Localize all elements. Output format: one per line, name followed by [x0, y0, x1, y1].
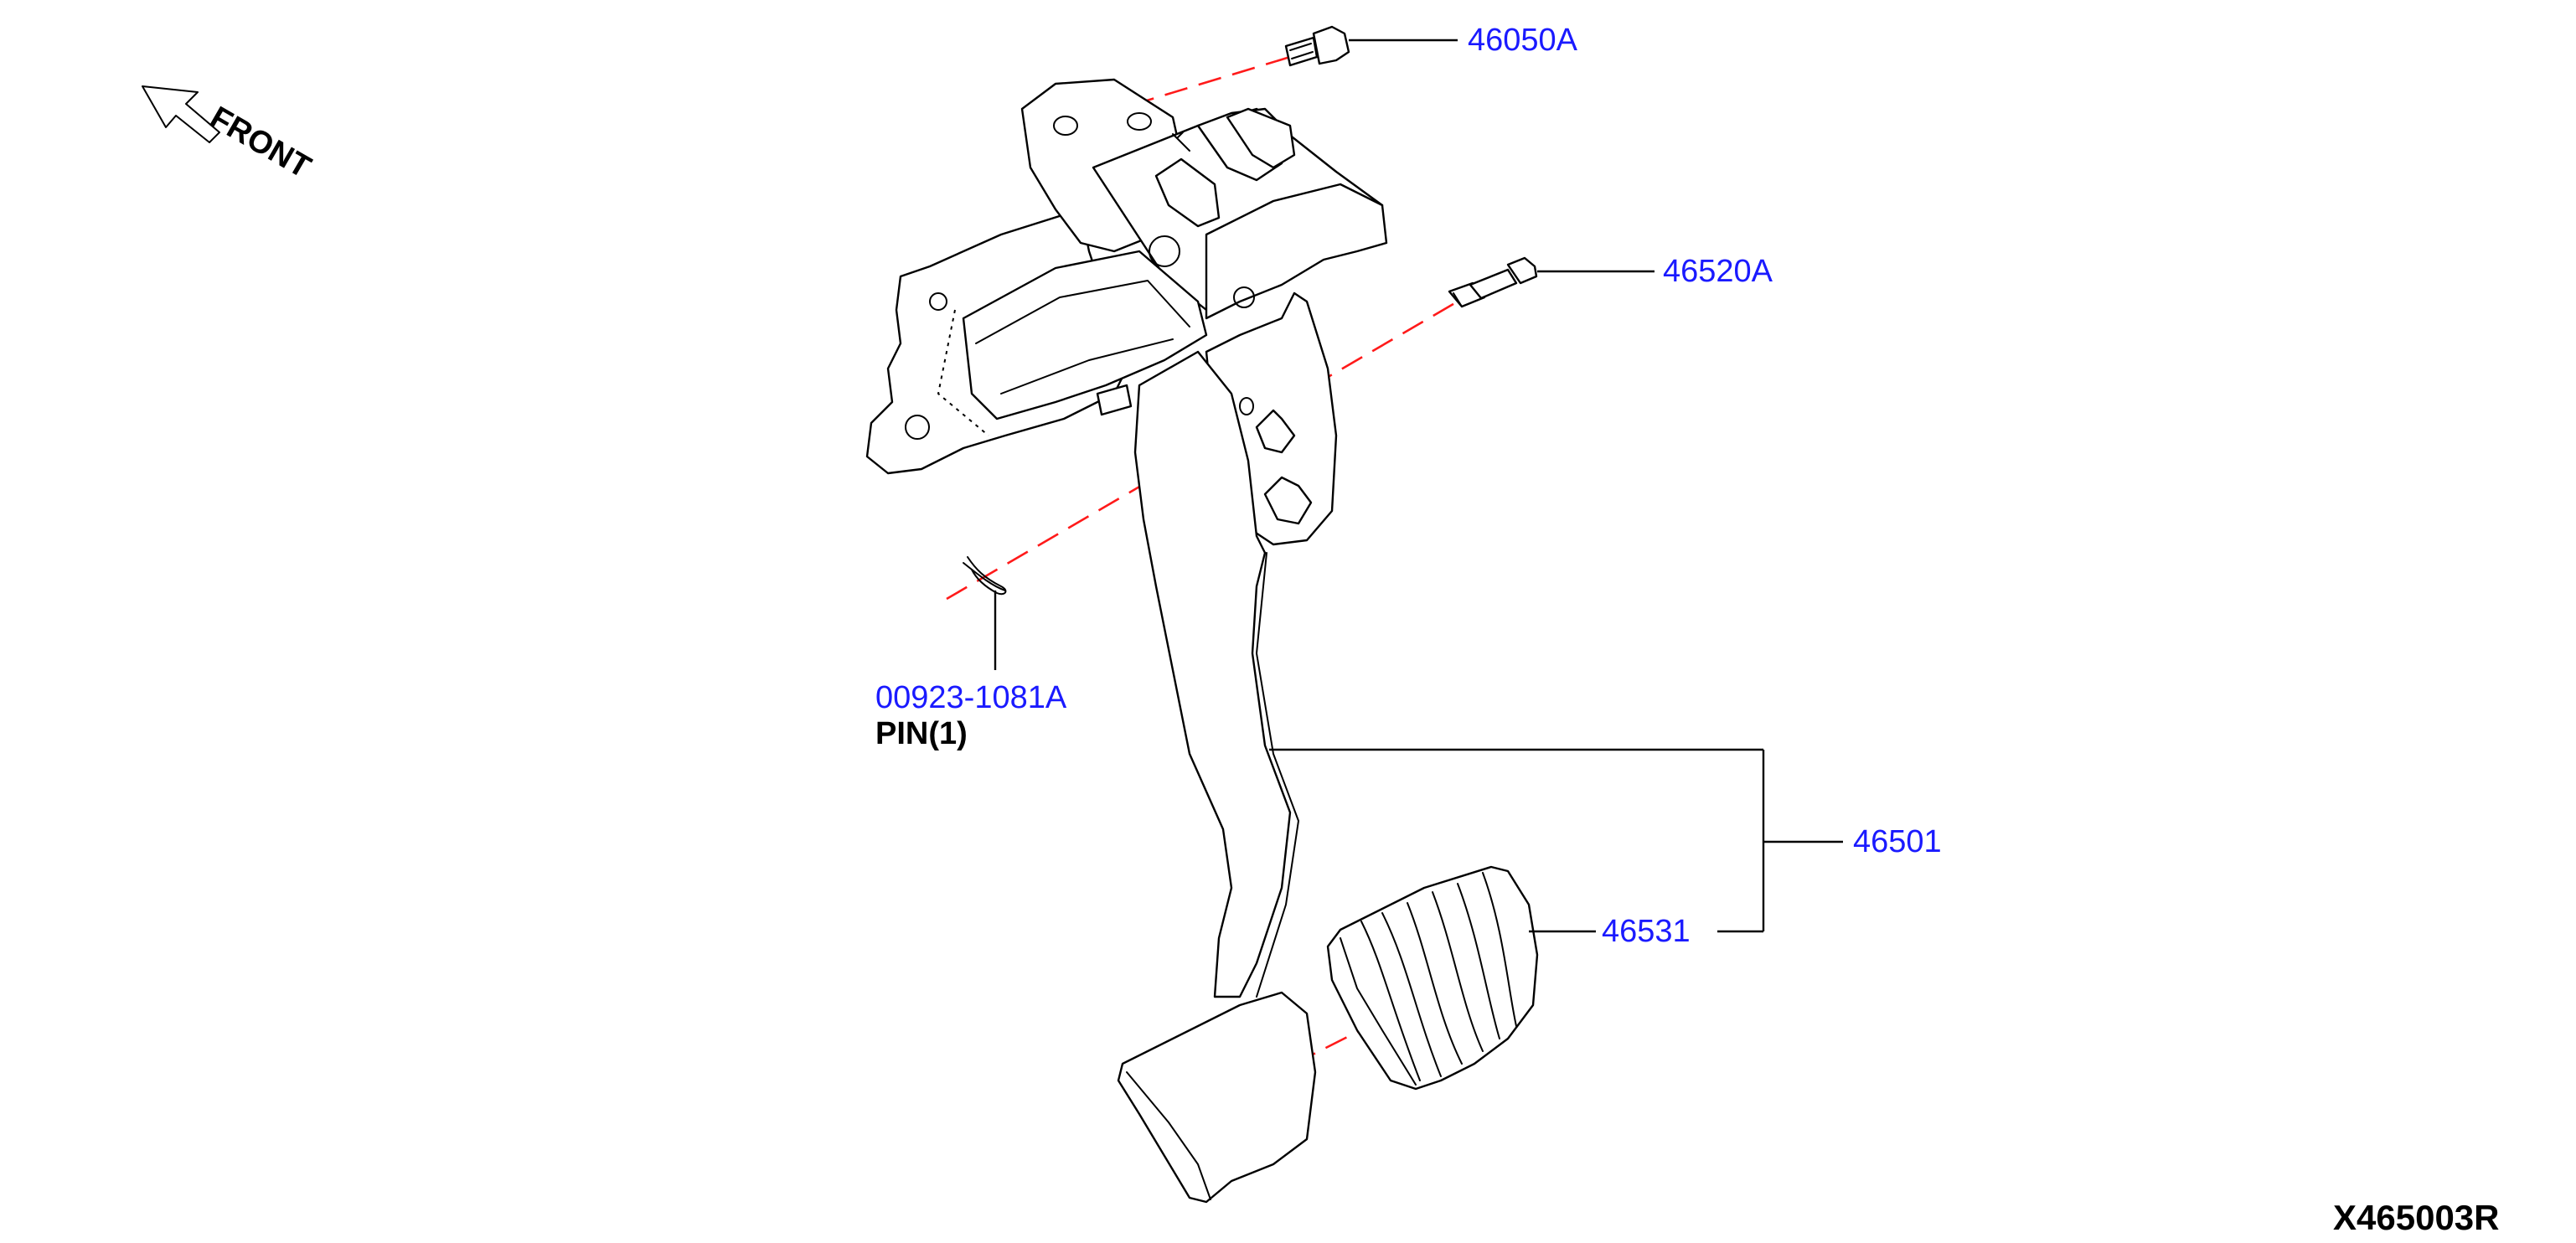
pedal-base: [1117, 991, 1317, 1204]
part-label-46501[interactable]: 46501: [1853, 824, 1942, 859]
pedal-arm: [1133, 350, 1299, 998]
part-label-46531[interactable]: 46531: [1602, 914, 1691, 949]
bolt-46520a: [1448, 256, 1538, 308]
bolt-46050a: [1284, 25, 1350, 67]
part-label-00923-1081a[interactable]: 00923-1081A: [875, 680, 1067, 715]
pedal-pad-cover: [1326, 865, 1539, 1091]
pin-00923-1081a: [963, 556, 1007, 596]
diagram-code: X465003R: [2333, 1198, 2500, 1237]
front-arrow-icon: [142, 85, 220, 143]
part-label-46050a[interactable]: 46050A: [1468, 23, 1578, 58]
front-label: FRONT: [204, 100, 317, 185]
part-label-46520a[interactable]: 46520A: [1663, 254, 1773, 289]
pedal-bracket: [865, 78, 1388, 546]
part-description-pin: PIN(1): [875, 716, 968, 751]
leader-lines: [994, 39, 1843, 933]
